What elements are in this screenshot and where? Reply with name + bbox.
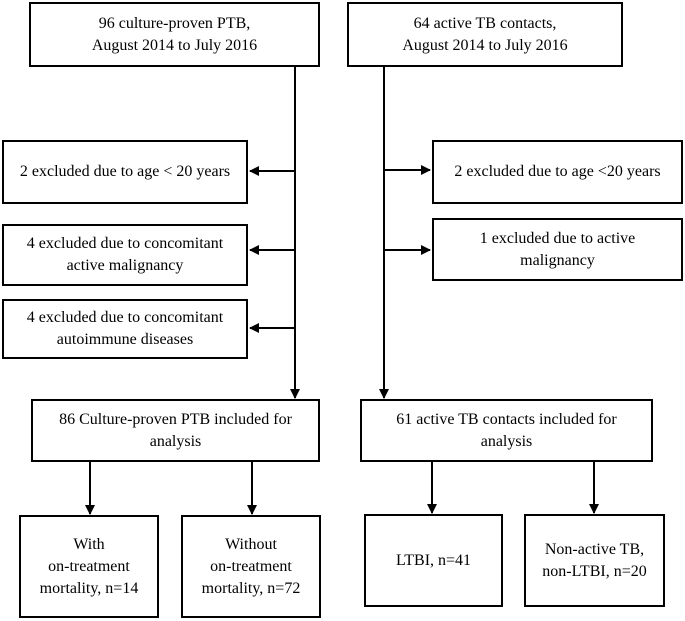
right-exclusion-box-2: 1 excluded due to active malignancy (432, 218, 683, 281)
left-exclusion-text-3: 4 excluded due to concomitant autoimmune… (26, 309, 224, 348)
right-outcome-text-1: LTBI, n=41 (395, 551, 472, 569)
left-exclusion-box-1: 2 excluded due to age < 20 years (2, 140, 248, 204)
right-source-line2: August 2014 to July 2016 (402, 36, 568, 54)
right-source-line1: 64 active TB contacts, (413, 14, 557, 32)
right-included-text: 61 active TB contacts included for analy… (396, 410, 617, 450)
left-included-box: 86 Culture-proven PTB included for analy… (31, 399, 320, 462)
right-included-box: 61 active TB contacts included for analy… (360, 399, 653, 462)
left-source-line1: 96 culture-proven PTB, (98, 14, 251, 32)
right-exclusion-text-1: 2 excluded due to age <20 years (454, 163, 661, 180)
right-source-box: 64 active TB contacts, August 2014 to Ju… (347, 2, 623, 67)
left-exclusion-box-3: 4 excluded due to concomitant autoimmune… (2, 299, 248, 359)
right-outcome-box-2: Non-active TB, non-LTBI, n=20 (524, 514, 665, 607)
left-outcome-text-1: With on-treatment mortality, n=14 (39, 535, 139, 597)
left-source-box: 96 culture-proven PTB, August 2014 to Ju… (29, 2, 320, 67)
right-outcome-box-1: LTBI, n=41 (364, 514, 503, 607)
left-included-text: 86 Culture-proven PTB included for analy… (59, 410, 292, 450)
right-exclusion-text-2: 1 excluded due to active malignancy (479, 229, 636, 269)
right-exclusion-box-1: 2 excluded due to age <20 years (432, 140, 683, 204)
right-outcome-text-2: Non-active TB, non-LTBI, n=20 (542, 540, 647, 580)
left-outcome-box-1: With on-treatment mortality, n=14 (19, 515, 159, 618)
left-exclusion-text-2: 4 excluded due to concomitant active mal… (26, 235, 224, 274)
left-outcome-text-2: Without on-treatment mortality, n=72 (201, 535, 301, 597)
left-source-line2: August 2014 to July 2016 (91, 36, 258, 54)
left-exclusion-box-2: 4 excluded due to concomitant active mal… (2, 224, 248, 286)
left-outcome-box-2: Without on-treatment mortality, n=72 (181, 515, 321, 618)
left-exclusion-text-1: 2 excluded due to age < 20 years (19, 163, 231, 180)
